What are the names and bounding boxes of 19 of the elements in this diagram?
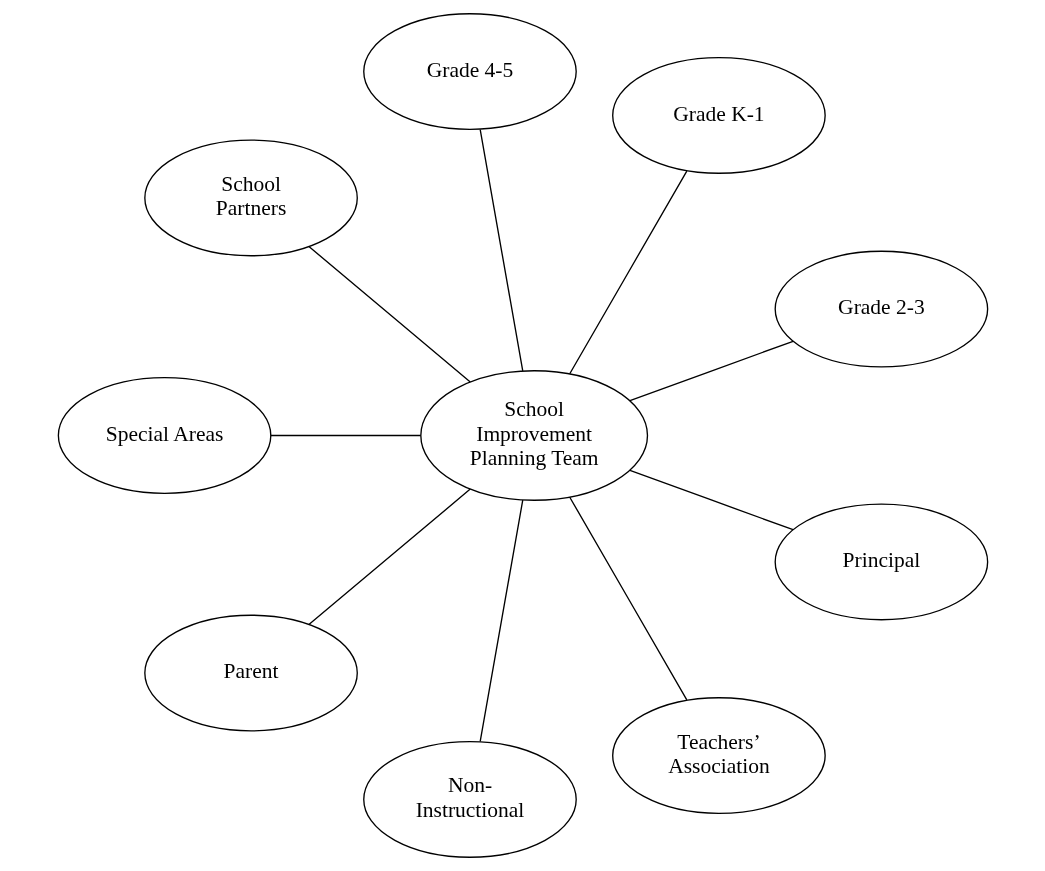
connector [307,488,471,626]
connector [479,499,523,743]
node-ellipse: Grade 2-3 [774,250,988,368]
node-ellipse: School Improvement Planning Team [419,370,648,501]
connector [628,469,794,531]
node-ellipse: Non- Instructional [362,740,577,858]
connector [307,245,471,383]
connector [568,496,687,701]
node-ellipse: Principal [774,503,988,621]
node-ellipse: Special Areas [57,377,271,494]
node-ellipse: Parent [143,614,358,732]
connector [568,170,687,375]
connector [628,340,794,402]
node-ellipse: Grade 4-5 [362,13,577,131]
connector [269,434,421,437]
node-ellipse: Grade K-1 [611,56,826,174]
node-ellipse: School Partners [143,139,358,257]
node-ellipse: Teachers’ Association [611,697,826,815]
connector [479,128,523,372]
